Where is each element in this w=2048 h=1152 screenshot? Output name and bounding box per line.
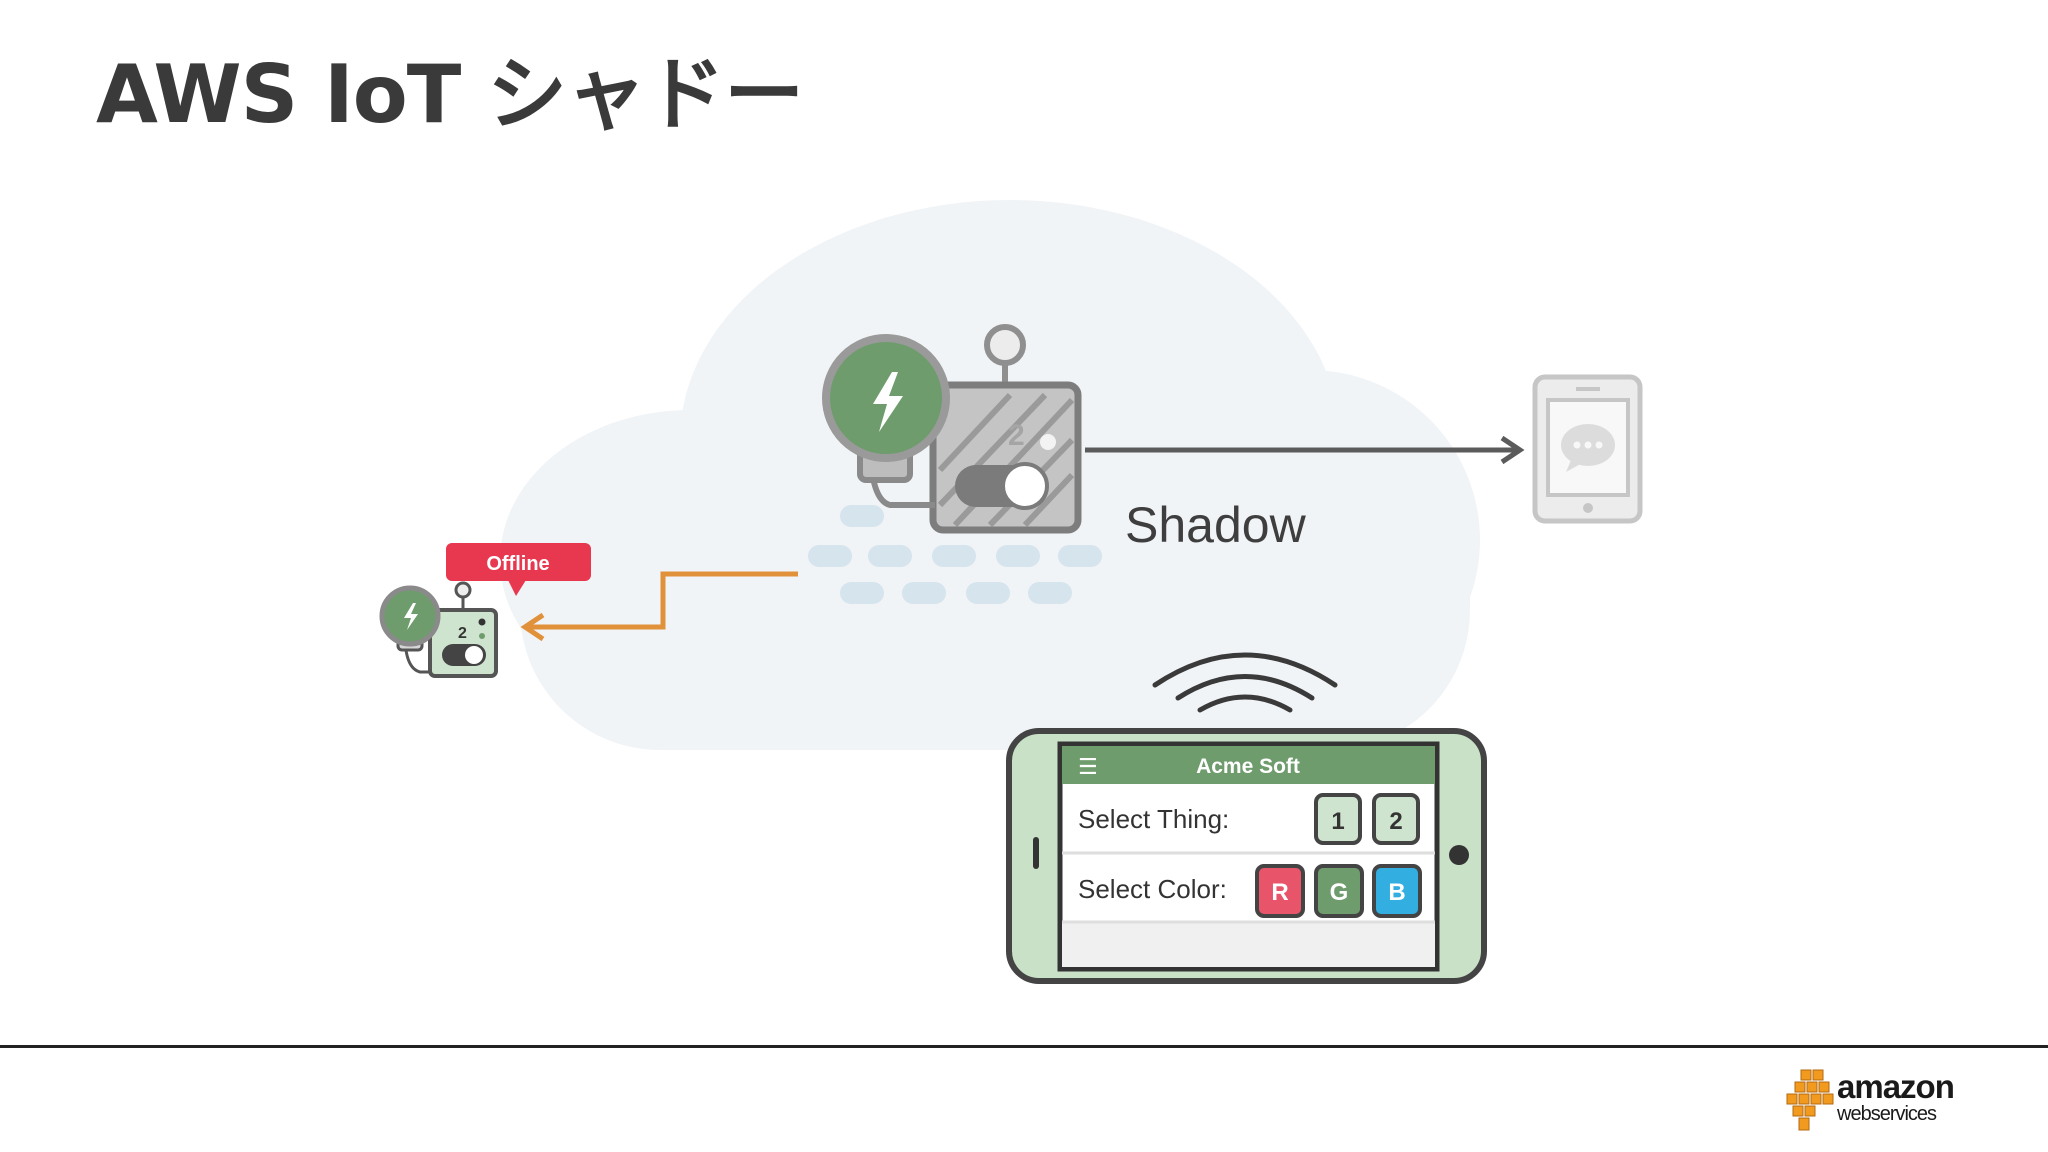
aws-logo-text-bottom: webservices (1837, 1103, 1937, 1125)
smartphone-app: ☰ Acme Soft Select Thing: Select Color: … (1006, 728, 1487, 984)
aws-logo-text-top: amazon (1837, 1068, 1955, 1105)
color-button-green-label: G (1330, 879, 1349, 906)
offline-robot-number: 2 (458, 625, 467, 642)
thing-button-2-label: 2 (1389, 808, 1402, 835)
thing-button-1-label: 1 (1331, 808, 1344, 835)
color-button-green[interactable]: G (1314, 864, 1364, 918)
color-button-blue[interactable]: B (1372, 864, 1422, 918)
offline-device-icon: 2 (379, 581, 498, 678)
offline-badge: Offline (446, 543, 591, 596)
offline-badge-text: Offline (486, 553, 549, 575)
shadow-label: Shadow (1125, 497, 1307, 553)
app-menu-icon: ☰ (1078, 754, 1098, 779)
shadow-device-icon: 2 (822, 324, 1082, 534)
wifi-icon (1152, 652, 1338, 713)
shadow-stripes (808, 505, 1102, 604)
robot-number: 2 (1008, 419, 1025, 452)
footer-divider (0, 1045, 2048, 1048)
aws-logo: amazon webservices (1785, 1068, 1955, 1134)
app-title: Acme Soft (1196, 755, 1300, 778)
color-button-blue-label: B (1388, 879, 1405, 906)
arrow-to-tablet (1085, 435, 1525, 465)
select-color-label: Select Color: (1078, 874, 1227, 904)
select-thing-label: Select Thing: (1078, 804, 1229, 834)
aws-cubes-icon (1786, 1069, 1834, 1131)
color-button-red-label: R (1271, 879, 1288, 906)
thing-button-2[interactable]: 2 (1372, 793, 1420, 845)
sync-arrow (520, 571, 798, 642)
slide-title: AWS IoT シャドー (96, 48, 804, 141)
color-button-red[interactable]: R (1255, 864, 1305, 918)
tablet-icon (1532, 374, 1643, 524)
thing-button-1[interactable]: 1 (1314, 793, 1362, 845)
